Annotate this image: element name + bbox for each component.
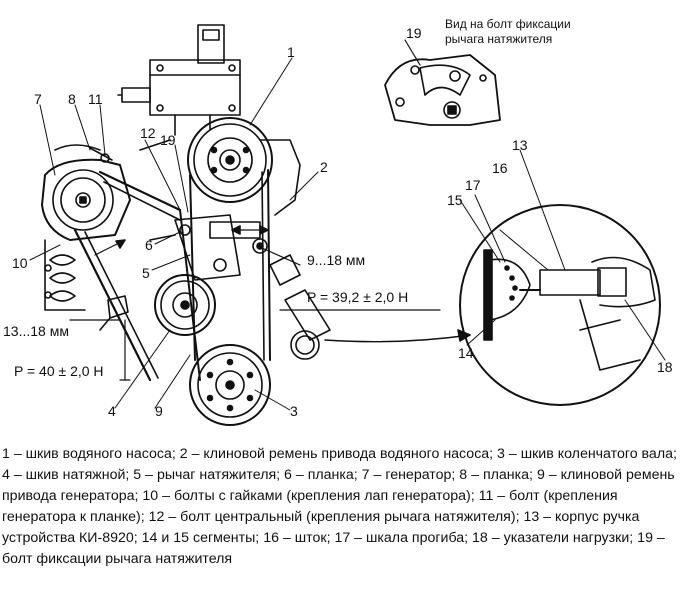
callout-19-inset: 19 bbox=[406, 25, 422, 41]
water-pump-belt bbox=[189, 169, 271, 361]
force-generator: P = 40 ± 2,0 Н bbox=[14, 363, 104, 379]
dim-water-pump: 9...18 мм bbox=[307, 252, 365, 268]
callout-14: 14 bbox=[458, 345, 474, 361]
engine-housing bbox=[117, 24, 301, 216]
dim-generator-marks bbox=[69, 239, 126, 321]
callout-13: 13 bbox=[512, 137, 528, 153]
callout-3: 3 bbox=[290, 403, 298, 419]
callout-6: 6 bbox=[145, 237, 153, 253]
callout-labels: 1 2 3 4 5 6 7 8 9 10 11 12 13 14 15 16 1… bbox=[3, 17, 673, 419]
callout-12: 12 bbox=[140, 125, 156, 141]
dim-water-pump-marks bbox=[231, 225, 301, 266]
tensioner-arm bbox=[149, 214, 268, 281]
callout-9: 9 bbox=[155, 403, 163, 419]
callout-1: 1 bbox=[287, 44, 295, 60]
generator bbox=[41, 144, 131, 311]
force-water-pump: P = 39,2 ± 2,0 Н bbox=[307, 289, 408, 305]
engine-belt-diagram: 1 2 3 4 5 6 7 8 9 10 11 12 13 14 15 16 1… bbox=[3, 17, 673, 426]
inset-title-line2: рычага натяжителя bbox=[445, 32, 552, 46]
water-pump-pulley bbox=[187, 117, 273, 203]
belt-force-tool bbox=[99, 254, 331, 360]
callout-5: 5 bbox=[142, 265, 150, 281]
leader-lines bbox=[29, 57, 666, 411]
callout-16: 16 bbox=[492, 160, 508, 176]
caption-text: 1 – шкив водяного насоса; 2 – клиновой р… bbox=[2, 446, 677, 567]
callout-8: 8 bbox=[68, 91, 76, 107]
callout-10: 10 bbox=[12, 255, 28, 271]
zoom-arrow bbox=[324, 329, 471, 343]
callout-7: 7 bbox=[34, 91, 42, 107]
inset-fixing-bolt bbox=[384, 39, 501, 126]
crankshaft-pulley bbox=[189, 344, 271, 426]
zoom-circle-tool bbox=[459, 204, 661, 406]
inset-title-line1: Вид на болт фиксации bbox=[445, 17, 571, 31]
callout-17: 17 bbox=[465, 177, 481, 193]
callout-11: 11 bbox=[88, 91, 103, 107]
figure-caption: 1 – шкив водяного насоса; 2 – клиновой р… bbox=[2, 444, 683, 570]
tensioner-pulley bbox=[154, 274, 216, 336]
dim-generator: 13...18 мм bbox=[3, 323, 69, 339]
force-lines bbox=[119, 309, 441, 381]
callout-15: 15 bbox=[447, 192, 463, 208]
callout-19-main: 19 bbox=[160, 132, 176, 148]
callout-18: 18 bbox=[657, 359, 673, 375]
callout-2: 2 bbox=[320, 159, 328, 175]
callout-4: 4 bbox=[108, 403, 116, 419]
generator-belt bbox=[73, 170, 201, 382]
